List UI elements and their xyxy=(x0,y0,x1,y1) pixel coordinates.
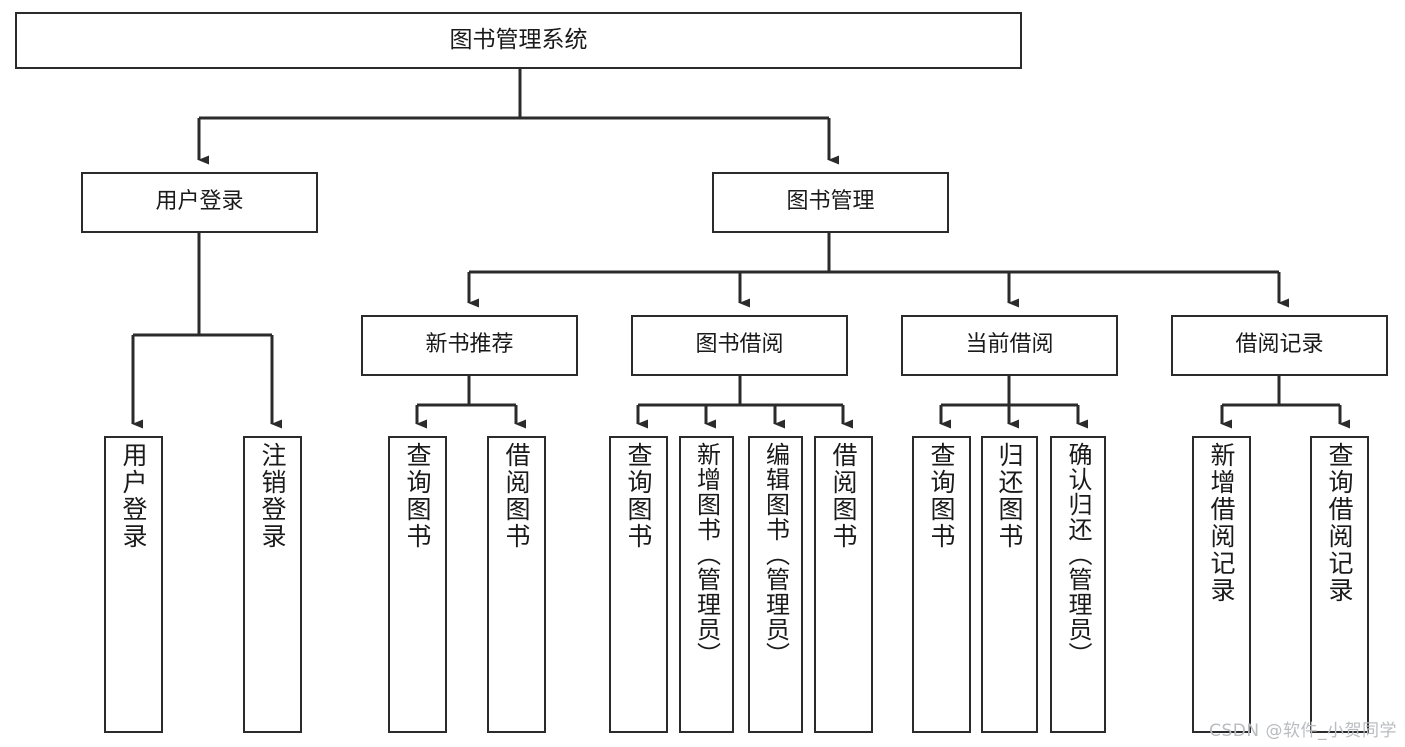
node-leaf-query-book-3[interactable]: 查询图书 xyxy=(912,436,971,733)
node-leaf-query-record-label: 查询借阅记录 xyxy=(1325,442,1354,604)
node-new-book-rec-label: 新书推荐 xyxy=(425,332,514,358)
node-leaf-borrow-book-2-label: 借阅图书 xyxy=(829,442,858,550)
node-leaf-add-book[interactable]: 新增图书（管理员） xyxy=(679,436,734,733)
node-leaf-user-login[interactable]: 用户登录 xyxy=(104,436,163,733)
node-leaf-confirm-return-label: 确认归还（管理员） xyxy=(1064,442,1092,667)
node-leaf-add-record[interactable]: 新增借阅记录 xyxy=(1192,436,1251,733)
node-leaf-query-record[interactable]: 查询借阅记录 xyxy=(1310,436,1369,733)
node-leaf-return-book[interactable]: 归还图书 xyxy=(981,436,1038,733)
node-leaf-add-book-label: 新增图书（管理员） xyxy=(692,442,721,667)
node-leaf-return-book-label: 归还图书 xyxy=(995,442,1024,550)
node-borrow-record[interactable]: 借阅记录 xyxy=(1171,315,1388,376)
node-root-label: 图书管理系统 xyxy=(449,27,588,54)
node-leaf-user-login-label: 用户登录 xyxy=(119,442,148,550)
node-leaf-borrow-book-1[interactable]: 借阅图书 xyxy=(487,436,546,733)
node-leaf-query-book-3-label: 查询图书 xyxy=(927,442,956,550)
node-borrow-record-label: 借阅记录 xyxy=(1235,332,1324,358)
node-new-book-rec[interactable]: 新书推荐 xyxy=(361,315,578,376)
node-user-login[interactable]: 用户登录 xyxy=(81,172,318,233)
node-book-manage[interactable]: 图书管理 xyxy=(712,172,949,233)
node-current-borrow-label: 当前借阅 xyxy=(965,332,1054,358)
node-leaf-borrow-book-2[interactable]: 借阅图书 xyxy=(814,436,873,733)
node-leaf-query-book-2-label: 查询图书 xyxy=(624,442,653,550)
node-leaf-query-book-2[interactable]: 查询图书 xyxy=(609,436,668,733)
node-user-login-label: 用户登录 xyxy=(155,189,244,215)
node-book-borrow[interactable]: 图书借阅 xyxy=(631,315,848,376)
node-book-borrow-label: 图书借阅 xyxy=(695,332,784,358)
csdn-watermark: CSDN @软件_小贺同学 xyxy=(1209,721,1397,741)
node-leaf-confirm-return[interactable]: 确认归还（管理员） xyxy=(1050,436,1106,733)
node-leaf-add-record-label: 新增借阅记录 xyxy=(1207,442,1236,604)
node-leaf-borrow-book-1-label: 借阅图书 xyxy=(502,442,531,550)
node-current-borrow[interactable]: 当前借阅 xyxy=(901,315,1118,376)
node-root[interactable]: 图书管理系统 xyxy=(15,12,1022,69)
node-leaf-query-book-1[interactable]: 查询图书 xyxy=(388,436,447,733)
node-leaf-edit-book[interactable]: 编辑图书（管理员） xyxy=(748,436,803,733)
node-book-manage-label: 图书管理 xyxy=(786,189,875,215)
node-leaf-logout-login-label: 注销登录 xyxy=(258,442,287,550)
node-leaf-query-book-1-label: 查询图书 xyxy=(403,442,432,550)
node-leaf-edit-book-label: 编辑图书（管理员） xyxy=(761,442,790,667)
node-leaf-logout-login[interactable]: 注销登录 xyxy=(243,436,302,733)
